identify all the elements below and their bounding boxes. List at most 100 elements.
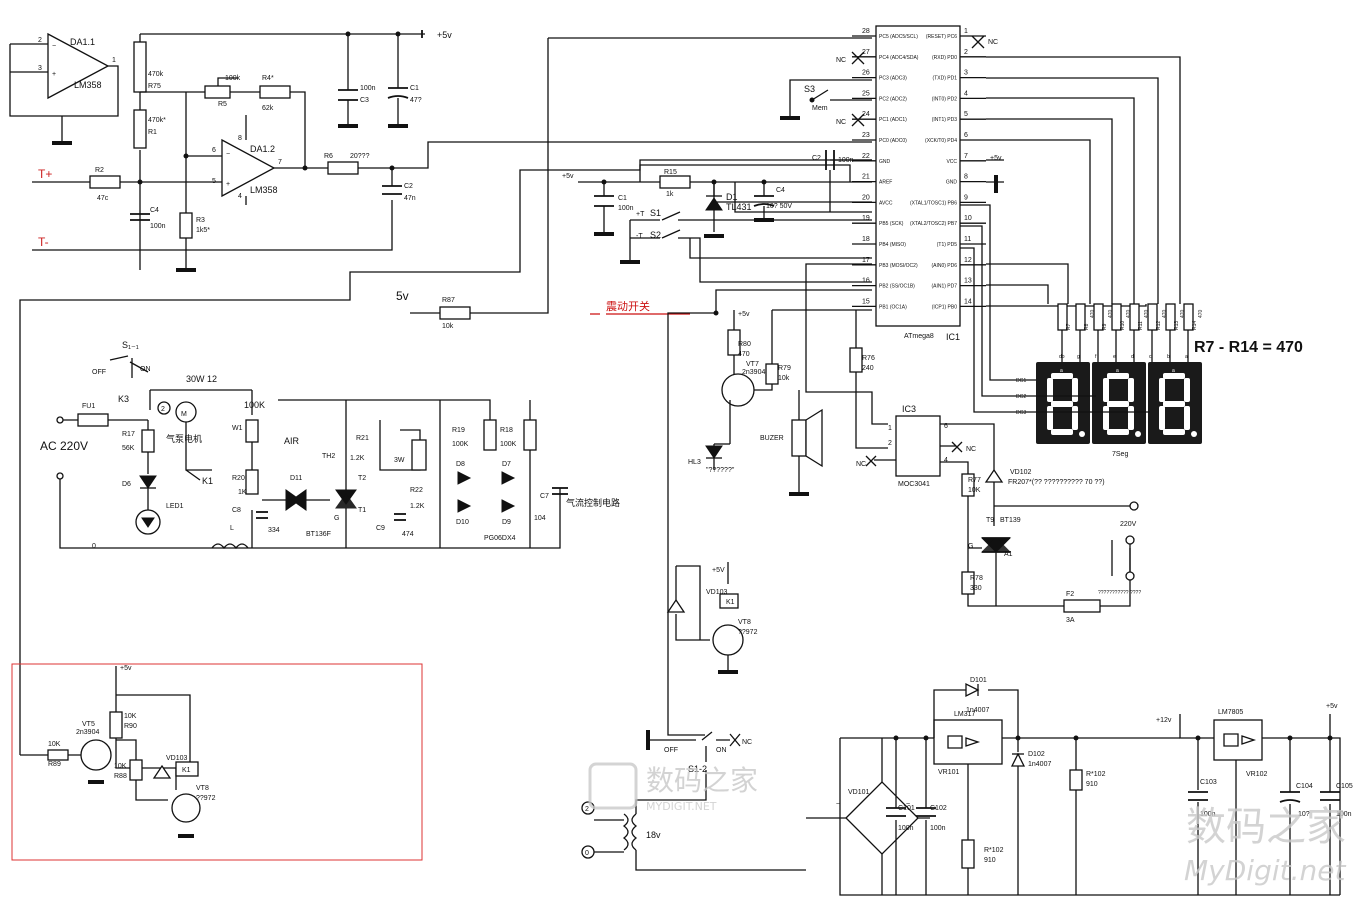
svg-text:a: a	[1116, 368, 1119, 374]
mcu-pin-number: 27	[862, 49, 870, 56]
resistor-label: R10	[1120, 321, 1126, 330]
resistor-label: R14	[1192, 321, 1198, 330]
mcu-pin-label: PC3 (ADC3)	[879, 76, 907, 82]
mcu-pin-number: 26	[862, 70, 870, 77]
svg-text:100K: 100K	[500, 441, 517, 448]
airpump-circuit: S₁₋₁ OFF ON K3 30W 12 FU1 AC 220V R17 56…	[40, 340, 620, 550]
mcu-pin-label: PB2 (SS/OC1B)	[879, 284, 915, 290]
svg-text:G: G	[968, 543, 973, 550]
svg-text:R6: R6	[324, 153, 333, 160]
input-tplus: T+ R2 47с	[32, 167, 140, 202]
mcu-pin-number: 8	[964, 174, 968, 181]
svg-text:56K: 56K	[122, 445, 135, 452]
opamp-da12: − + DA1.2 LM358 6 5 7 8 4	[140, 92, 282, 213]
junction-dots	[137, 31, 1333, 741]
optocoupler-moc3041: IC3 MOC3041 1 2 28 6 4 NC NC	[856, 404, 995, 488]
mcu-pin-label: PB5 (SCK)	[879, 221, 904, 227]
opamp-da11: − + DA1.1 LM358 2 3 1	[9, 32, 119, 145]
svg-text:FU1: FU1	[82, 403, 95, 410]
resistor-label: R12	[1156, 321, 1162, 330]
opamp-da11-label: DA1.1	[70, 37, 95, 47]
mcu-pin-label: GND	[946, 180, 958, 186]
svg-text:470: 470	[738, 351, 750, 358]
svg-text:LM7805: LM7805	[1218, 709, 1243, 716]
svg-text:+5v: +5v	[990, 155, 1002, 162]
svg-text:F2: F2	[1066, 591, 1074, 598]
svg-text:C3: C3	[360, 97, 369, 104]
svg-text:1k5*: 1k5*	[196, 227, 210, 234]
svg-text:10? 50V: 10? 50V	[766, 203, 792, 210]
svg-text:240: 240	[862, 365, 874, 372]
segment-pin-label: f	[1095, 354, 1097, 360]
svg-text:3: 3	[38, 65, 42, 72]
svg-text:ON: ON	[716, 747, 727, 754]
svg-text:10?: 10?	[1298, 811, 1310, 818]
svg-text:T9: T9	[986, 517, 994, 524]
mcu-pin-number: 2	[964, 49, 968, 56]
svg-text:7: 7	[278, 159, 282, 166]
svg-text:A1: A1	[1004, 551, 1013, 558]
svg-text:100n: 100n	[150, 223, 166, 230]
svg-text:OFF: OFF	[664, 747, 678, 754]
svg-text:MYDIGIT.NET: MYDIGIT.NET	[646, 800, 717, 813]
svg-text:30W 12: 30W 12	[186, 374, 217, 384]
svg-text:47с: 47с	[97, 195, 109, 202]
svg-text:+T: +T	[636, 211, 645, 218]
wire-pb2	[715, 289, 872, 313]
svg-text:R78: R78	[970, 575, 983, 582]
svg-text:NC: NC	[836, 119, 846, 126]
mcu-pin-number: 13	[964, 278, 972, 285]
mcu-pin-label: PB3 (MOSI/OC2)	[879, 263, 918, 269]
svg-text:D9: D9	[502, 519, 511, 526]
svg-text:气流控制电路: 气流控制电路	[566, 497, 620, 508]
svg-text:K1: K1	[182, 767, 191, 774]
svg-text:1n4007: 1n4007	[1028, 761, 1051, 768]
svg-text:D10: D10	[456, 519, 469, 526]
svg-text:4: 4	[238, 193, 242, 200]
svg-text:100k: 100k	[225, 75, 241, 82]
svg-text:C7: C7	[540, 493, 549, 500]
svg-text:数码之家: 数码之家	[646, 764, 758, 797]
power-supply: VD101 ~ ~ C101 100n C102 100n LM317 VR10…	[806, 677, 1353, 896]
svg-text:3A: 3A	[1066, 617, 1075, 624]
mcu-pin-label: (XTAL1/TOSC1) PB6	[910, 200, 957, 206]
svg-text:100K: 100K	[244, 400, 265, 410]
mcu-pin-number: 10	[964, 215, 972, 222]
mcu-pin-label: PC5 (ADC5/SCL)	[879, 34, 918, 40]
svg-text:NC: NC	[856, 461, 866, 468]
svg-text:470k: 470k	[148, 71, 164, 78]
svg-text:100n: 100n	[898, 825, 914, 832]
svg-text:10k: 10k	[778, 375, 790, 382]
svg-text:S1: S1	[650, 208, 661, 218]
transistor-vt7: +5v R80 470 VT7 2n3904 R79 10k HL3 "????…	[688, 310, 791, 474]
resistor-label: R9	[1102, 323, 1108, 330]
svg-text:−: −	[226, 151, 230, 158]
svg-text:~: ~	[906, 801, 910, 808]
mcu-output-wire	[986, 263, 1069, 304]
mcu-pin-number: 11	[964, 236, 971, 243]
svg-text:??972: ??972	[196, 795, 216, 802]
svg-text:C4: C4	[776, 187, 785, 194]
svg-text:VD103: VD103	[706, 589, 728, 596]
svg-text:+5v: +5v	[120, 665, 132, 672]
svg-text:LM317: LM317	[954, 711, 976, 718]
triac-section: R77 10K VD102 FR207*(?? ?????????? 70 ??…	[961, 468, 1141, 624]
svg-text:R90: R90	[124, 723, 137, 730]
mcu-pin-label: (RXD) PD0	[932, 55, 957, 61]
svg-text:R79: R79	[778, 365, 791, 372]
segment-pin-label: dp	[1059, 354, 1065, 360]
svg-text:R87: R87	[442, 297, 455, 304]
mcu-pin-label: PC0 (ADC0)	[879, 138, 907, 144]
svg-text:R2: R2	[95, 167, 104, 174]
mcu-pin-number: 12	[964, 257, 972, 264]
svg-text:10k: 10k	[442, 323, 454, 330]
svg-text:DG1: DG1	[1016, 378, 1027, 384]
svg-text:62k: 62k	[262, 105, 274, 112]
svg-text:3W: 3W	[394, 457, 405, 464]
svg-text:7Seg: 7Seg	[1112, 451, 1128, 458]
svg-text:震动开关: 震动开关	[606, 299, 650, 313]
svg-text:S2: S2	[650, 230, 661, 240]
svg-text:IC3: IC3	[902, 404, 916, 414]
highlight-box	[11, 663, 423, 861]
